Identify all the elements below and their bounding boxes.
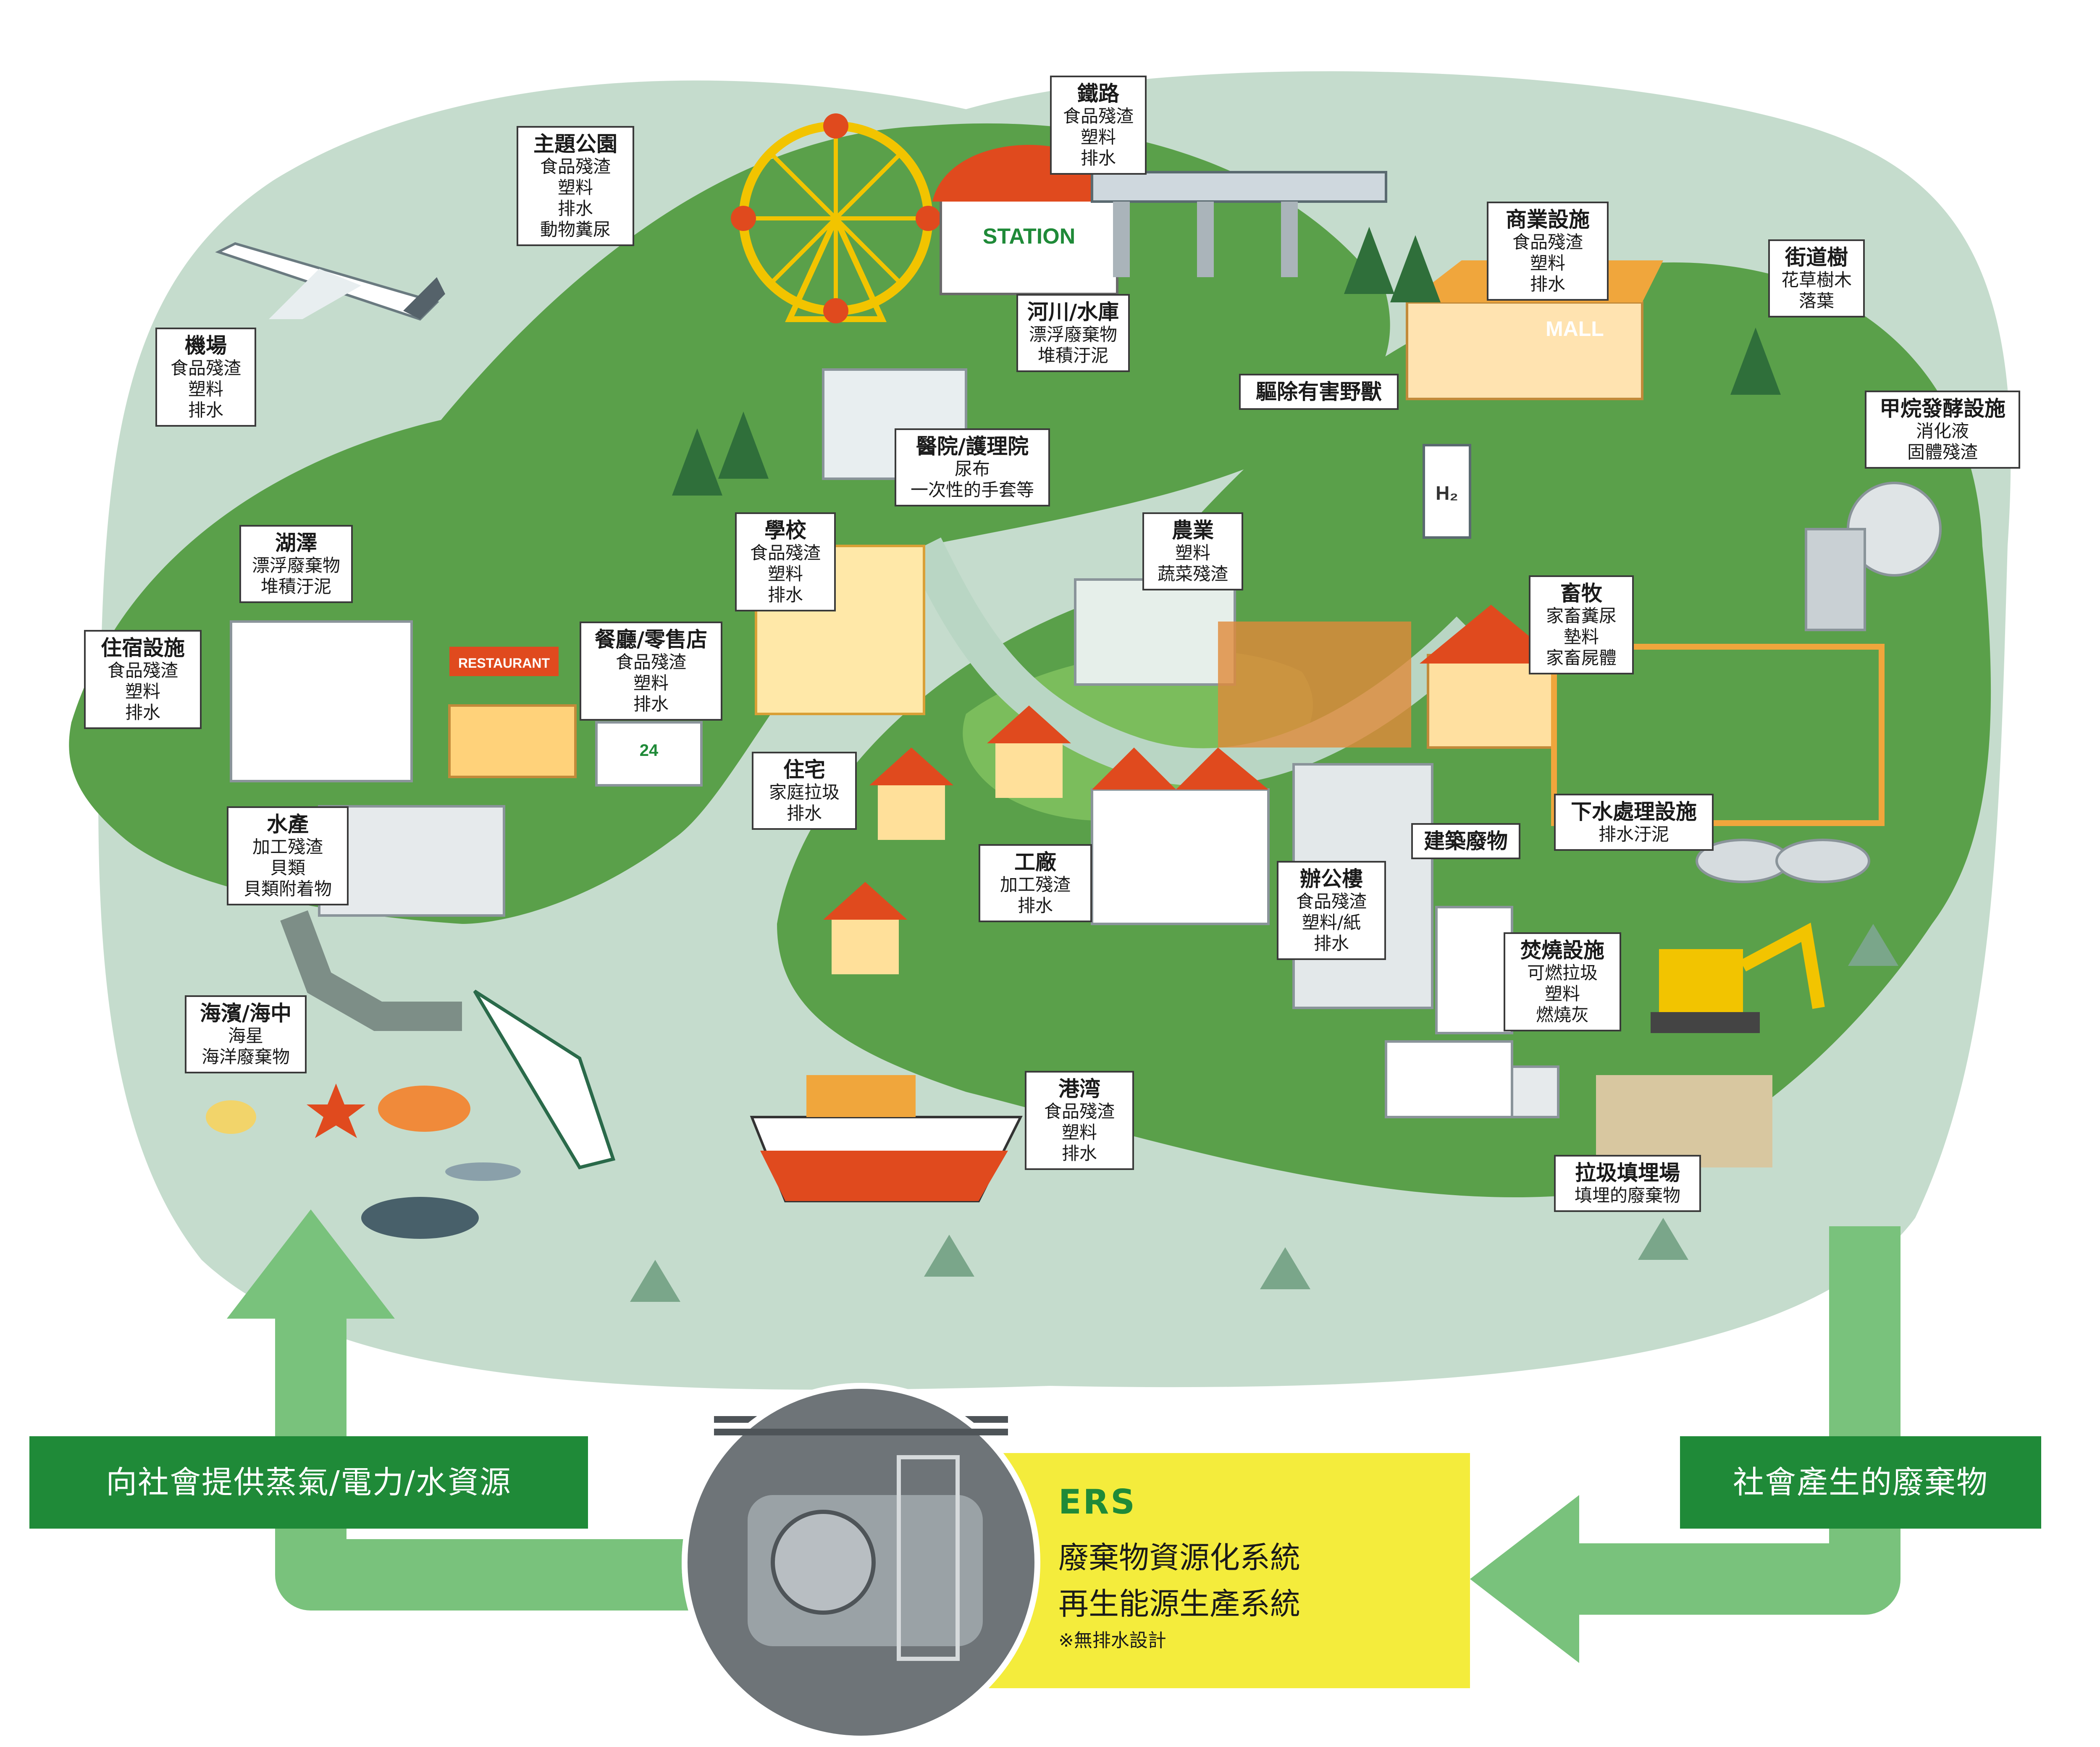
label-street-trees: 街道樹花草樹木落葉 — [1768, 239, 1865, 317]
cargo-ship — [750, 1075, 1023, 1202]
supply-resources-text: 向社會提供蒸氣/電力/水資源 — [106, 1464, 512, 1500]
incinerator-building — [1435, 906, 1513, 1034]
methane-plant — [1805, 482, 1942, 631]
supply-resources-box: 向社會提供蒸氣/電力/水資源 — [29, 1436, 588, 1529]
house — [823, 882, 907, 974]
label-lake: 湖澤漂浮廢棄物堆積汙泥 — [239, 525, 353, 603]
convenience-store: 24 — [595, 721, 703, 787]
ers-line-1: 廢棄物資源化系統 — [1058, 1540, 1301, 1575]
right-arrow-head-icon — [1470, 1495, 1579, 1663]
label-housing: 住宅家庭拉圾排水 — [752, 752, 857, 830]
label-office: 辦公樓食品殘渣塑料/紙排水 — [1277, 861, 1386, 960]
sewage-tanks — [1696, 839, 1870, 883]
label-construction: 建築廢物 — [1411, 823, 1520, 859]
label-landfill: 拉圾填埋場填埋的廢棄物 — [1554, 1155, 1701, 1212]
left-arrow-head-icon — [227, 1209, 395, 1319]
label-livestock: 畜牧家畜糞尿墊料家畜屍體 — [1529, 575, 1634, 674]
ers-line-2: 再生能源生產系統 — [1058, 1586, 1301, 1621]
greenhouse — [1074, 578, 1236, 686]
label-river-dam: 河川/水庫漂浮廢棄物堆積汙泥 — [1016, 294, 1130, 372]
ers-title: ERS — [1058, 1482, 1137, 1521]
restaurant-building: RESTAURANT — [448, 647, 577, 778]
label-school: 學校食品殘渣塑料排水 — [735, 512, 836, 611]
landfill-area — [1596, 1075, 1772, 1167]
label-beach: 海濱/海中海星海洋廢棄物 — [185, 995, 307, 1073]
excavator-icon — [1651, 922, 1825, 1033]
truck-icon — [1385, 1040, 1559, 1118]
social-waste-box: 社會產生的廢棄物 — [1680, 1436, 2041, 1529]
ers-info-box: ERS 廢棄物資源化系統 再生能源生產系統 ※無排水設計 — [941, 1453, 1470, 1688]
hydrogen-station: H₂ — [1423, 444, 1471, 539]
svg-text:STATION: STATION — [983, 224, 1076, 249]
crop-field — [1218, 622, 1411, 748]
label-fisheries: 水產加工殘渣貝類貝類附着物 — [227, 806, 349, 905]
label-restaurant-retail: 餐廳/零售店食品殘渣塑料排水 — [580, 622, 722, 721]
label-harbor: 港湾食品殘渣塑料排水 — [1025, 1071, 1134, 1170]
trees — [672, 227, 1781, 496]
fishing-boat — [473, 989, 616, 1170]
train-viaduct — [1091, 171, 1387, 277]
hotel-building — [230, 620, 413, 782]
livestock-pen — [1551, 644, 1885, 826]
sea-mountains — [630, 924, 1898, 1302]
label-incinerator: 焚燒設施可燃拉圾塑料燃燒灰 — [1504, 932, 1621, 1031]
label-hospital: 醫院/護理院尿布一次性的手套等 — [895, 428, 1050, 506]
svg-text:RESTAURANT: RESTAURANT — [458, 656, 550, 671]
svg-text:H₂: H₂ — [1436, 482, 1458, 504]
label-agriculture: 農業塑料蔬菜殘渣 — [1142, 512, 1243, 590]
ers-note: ※無排水設計 — [1058, 1630, 1166, 1651]
right-return-arrow — [1554, 1226, 1900, 1615]
social-waste-text: 社會產生的廢棄物 — [1733, 1464, 1988, 1500]
factory-building — [1091, 748, 1270, 925]
sea-creatures — [206, 1083, 521, 1239]
ers-photo-overlay — [682, 1383, 1040, 1742]
label-pest-animals: 驅除有害野獸 — [1239, 374, 1399, 410]
label-commercial: 商業設施食品殘渣塑料排水 — [1487, 202, 1609, 301]
label-lodging: 住宿設施食品殘渣塑料排水 — [84, 630, 202, 729]
label-airport: 機場食品殘渣塑料排水 — [155, 328, 256, 427]
svg-text:MALL: MALL — [1546, 317, 1604, 341]
house — [987, 706, 1071, 798]
left-return-arrow — [275, 1302, 714, 1611]
pier — [280, 910, 462, 1031]
station-building: STATION — [932, 145, 1126, 295]
airplane-icon — [215, 242, 445, 321]
label-theme-park: 主題公園食品殘渣塑料排水動物糞尿 — [517, 126, 634, 246]
svg-text:24: 24 — [640, 741, 659, 760]
label-sewage: 下水處理設施排水汙泥 — [1554, 794, 1714, 851]
label-factory: 工廠加工殘渣排水 — [979, 844, 1092, 922]
house — [869, 748, 953, 840]
label-methane: 甲烷發酵設施消化液固體殘渣 — [1865, 391, 2020, 469]
label-railway: 鐵路食品殘渣塑料排水 — [1050, 76, 1147, 175]
ferris-wheel-icon — [731, 113, 941, 323]
